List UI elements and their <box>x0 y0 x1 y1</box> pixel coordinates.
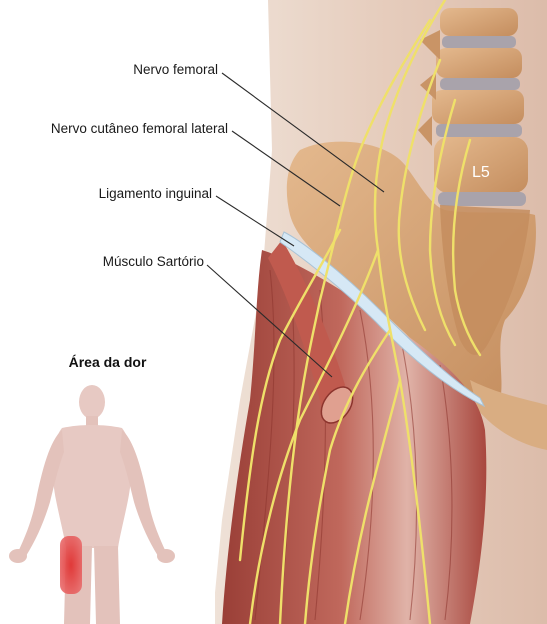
pain-area-icon <box>60 536 82 594</box>
label-sartorius-muscle: Músculo Sartório <box>103 254 204 269</box>
pain-area-title: Área da dor <box>0 354 215 370</box>
label-inguinal-ligament: Ligamento inguinal <box>99 186 212 201</box>
vertebra-label: L5 <box>472 164 490 182</box>
body-figure-icon <box>0 368 215 624</box>
label-lateral-cutaneous-nerve: Nervo cutâneo femoral lateral <box>51 121 228 136</box>
label-femoral-nerve: Nervo femoral <box>133 62 218 77</box>
